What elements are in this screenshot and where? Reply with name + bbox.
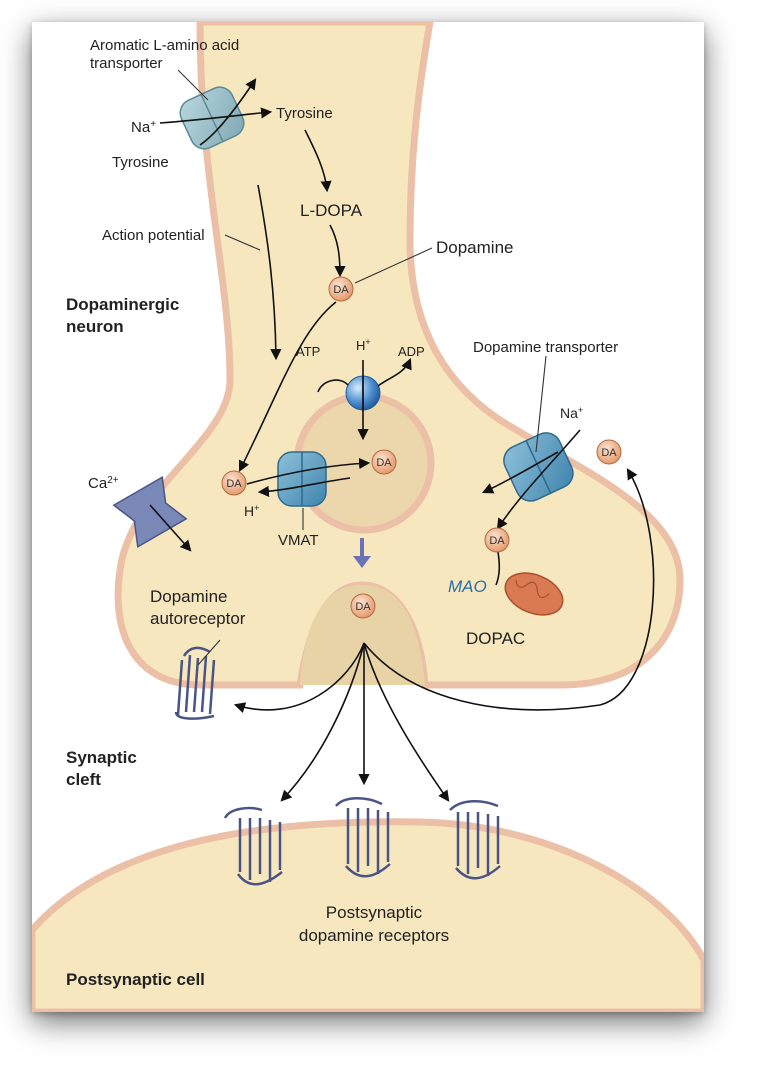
autoreceptor-label-2: autoreceptor (150, 609, 246, 628)
sodium-label: Na+ (131, 119, 156, 137)
da-molecule-3: DA (371, 449, 397, 475)
svg-text:DA: DA (333, 284, 349, 296)
postsynaptic-membrane (32, 818, 704, 1012)
calcium-channel (112, 476, 188, 548)
atp-arrow (317, 379, 349, 393)
vesicle-fusion-arrowhead (353, 556, 371, 568)
dopamine-label: Dopamine (436, 238, 514, 257)
postsynaptic-receptor-2 (335, 797, 391, 878)
aromatic-transporter-label-2: transporter (90, 55, 163, 72)
dopaminergic-neuron-label-2: neuron (66, 317, 124, 336)
svg-text:DA: DA (226, 478, 242, 490)
sodium-in-arrow (481, 451, 559, 494)
proton-label: H+ (356, 337, 371, 353)
atp-label: ATP (296, 344, 320, 359)
adp-arrow (377, 357, 412, 387)
calcium-label: Ca2+ (88, 475, 119, 493)
aromatic-transporter-label-1: Aromatic L-amino acid (90, 37, 239, 54)
svg-text:DA: DA (355, 601, 371, 613)
dopamine-synapse-diagram: DA DA DA DA DA DA Aromatic L-amino acid … (32, 22, 704, 1012)
postsynaptic-receptor-3 (449, 800, 501, 880)
sodium-label-2: Na+ (560, 405, 583, 421)
vmat-label: VMAT (278, 532, 319, 549)
dopamine-autoreceptor-protein (174, 646, 216, 720)
da-molecule-5: DA (484, 527, 510, 553)
dopamine-transporter-protein (503, 432, 574, 502)
action-potential-label: Action potential (102, 227, 205, 244)
mitochondrion (504, 572, 564, 616)
postsynaptic-receptors-label-2: dopamine receptors (299, 926, 449, 945)
postsynaptic-cell-label: Postsynaptic cell (66, 970, 205, 989)
dopac-label: DOPAC (466, 629, 525, 648)
receptor-1-arrow (280, 642, 365, 802)
autoreceptor-arrow (233, 642, 365, 714)
vmat-protein (277, 451, 327, 507)
tyrosine-uptake-arrow (159, 107, 273, 124)
dopamine-transporter-label: Dopamine transporter (473, 339, 618, 356)
mao-label: MAO (448, 577, 487, 596)
adp-label: ADP (398, 344, 425, 359)
postsynaptic-cell (32, 818, 704, 1012)
synaptic-cleft-label-2: cleft (66, 770, 101, 789)
tyrosine-extracellular-label: Tyrosine (112, 154, 169, 171)
da-molecule-6: DA (350, 593, 376, 619)
mao-arrow (495, 551, 501, 586)
dopamine-to-vmat-arrow (238, 301, 337, 473)
synaptic-cleft-label-1: Synaptic (66, 748, 137, 767)
da-molecule-1: DA (328, 276, 354, 302)
calcium-influx-arrow (149, 504, 192, 552)
ldopa-label: L-DOPA (300, 201, 363, 220)
svg-text:DA: DA (489, 535, 505, 547)
da-molecule-4: DA (596, 439, 622, 465)
pathway-arrows (149, 78, 655, 802)
postsynaptic-receptor-1 (223, 806, 283, 886)
text-labels: Aromatic L-amino acid transporter Na+ Ty… (66, 37, 618, 989)
proton-label-2: H+ (244, 503, 259, 519)
tyrosine-intracellular-label: Tyrosine (276, 105, 333, 122)
vmat-uptake-arrow (246, 457, 371, 485)
autoreceptor-label-1: Dopamine (150, 587, 228, 606)
dopaminergic-neuron-label-1: Dopaminergic (66, 295, 179, 314)
dopamine-to-transporter-arrow (363, 468, 655, 711)
postsynaptic-receptors-label-1: Postsynaptic (326, 903, 423, 922)
dopamine-reuptake-arrow (496, 429, 581, 530)
leader-lines (177, 69, 547, 666)
fusing-vesicle (300, 585, 425, 685)
tyrosine-to-ldopa-arrow (304, 129, 332, 193)
ldopa-to-dopamine-arrow (329, 224, 346, 278)
receptor-3-arrow (363, 642, 450, 802)
da-molecule-2: DA (221, 470, 247, 496)
sodium-arrow (199, 78, 257, 146)
svg-text:DA: DA (601, 447, 617, 459)
figure-card: DA DA DA DA DA DA Aromatic L-amino acid … (32, 22, 704, 1012)
action-potential-arrow (257, 184, 282, 361)
proton-efflux-arrow (257, 477, 351, 497)
svg-text:DA: DA (376, 457, 392, 469)
